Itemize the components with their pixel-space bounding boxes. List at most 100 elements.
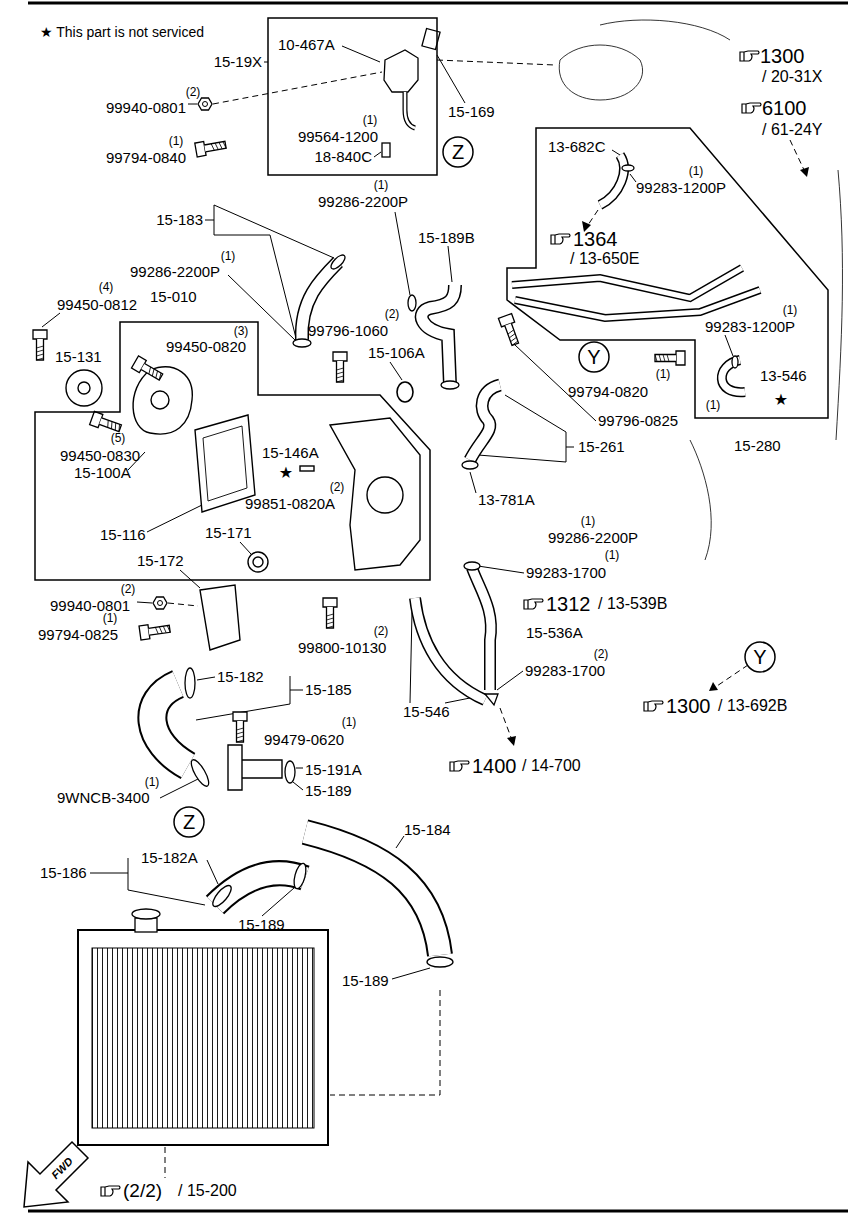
part-number: 99286-2200P <box>548 530 638 547</box>
reference-letter: Z <box>452 141 464 163</box>
part-number: 99564-1200 <box>298 129 378 146</box>
part-number: 15-261 <box>578 439 625 456</box>
group-number: 15-010 <box>150 289 197 306</box>
quantity-callout: (2) <box>330 481 345 494</box>
page-rule <box>28 3 848 1211</box>
radiator <box>78 909 328 1145</box>
part-number: 15-183 <box>156 212 203 229</box>
quantity-callout: (1) <box>689 165 704 178</box>
part-number: 9WNCB-3400 <box>57 790 150 807</box>
part-number: 99794-0820 <box>568 384 648 401</box>
forward-arrow <box>24 1142 88 1207</box>
reference-page: / 13-692B <box>718 697 787 715</box>
hose-clamps <box>185 165 738 967</box>
quantity-callout: (2) <box>594 648 609 661</box>
part-number: 99940-0801 <box>106 100 186 117</box>
part-number: 99940-0801 <box>50 598 130 615</box>
part-number: 15-131 <box>55 349 102 366</box>
quantity-callout: (1) <box>374 179 389 192</box>
part-number: 15-546 <box>403 704 450 721</box>
quantity-callout: (1) <box>145 776 160 789</box>
quantity-callout: (1) <box>581 515 596 528</box>
part-number: 10-467A <box>278 37 335 54</box>
part-number: 99286-2200P <box>130 264 220 281</box>
part-number: 15-106A <box>368 345 425 362</box>
reference-circle: Z <box>173 806 205 838</box>
part-number: 15-182A <box>141 850 198 867</box>
part-number: 15-146A <box>262 445 319 462</box>
part-number: 13-781A <box>478 492 535 509</box>
reference-letter: Y <box>753 646 766 668</box>
part-number: 99851-0820A <box>245 496 335 513</box>
group-number: 15-19X <box>214 54 262 71</box>
part-number: 15-189 <box>238 917 285 934</box>
reference-group: 1400 <box>472 755 517 777</box>
reference-group: 1312 <box>546 593 591 615</box>
reference-circle: Y <box>744 641 776 673</box>
reference-page: / 13-650E <box>570 250 639 268</box>
quantity-callout: (5) <box>111 432 126 445</box>
bolts-and-nuts <box>33 98 685 742</box>
quantity-callout: (1) <box>656 368 671 381</box>
part-number: 99794-0840 <box>106 150 186 167</box>
part-number: 15-169 <box>448 104 495 121</box>
reference-page: / 61-24Y <box>762 121 822 139</box>
quantity-callout: (4) <box>99 281 114 294</box>
part-number: 99796-0825 <box>598 413 678 430</box>
hoses <box>152 155 760 955</box>
part-number: 15-185 <box>305 682 352 699</box>
part-number: 13-546 <box>760 368 807 385</box>
quantity-callout: (3) <box>234 325 249 338</box>
part-number: 15-100A <box>74 465 131 482</box>
quantity-callout: (2) <box>121 583 136 596</box>
part-number: 15-189B <box>418 230 475 247</box>
thermostat-housing <box>382 28 440 157</box>
part-number: 99283-1200P <box>705 319 795 336</box>
reference-letter: Y <box>587 346 600 368</box>
part-number: 99450-0830 <box>60 448 140 465</box>
quantity-callout: (1) <box>169 135 184 148</box>
reference-group: 6100 <box>762 97 807 119</box>
quantity-callout: (1) <box>706 399 721 412</box>
quantity-callout: (2/2) <box>123 1181 162 1202</box>
reference-group: 1300 <box>760 45 805 67</box>
reference-page: / 20-31X <box>762 68 822 86</box>
part-number: 15-189 <box>342 973 389 990</box>
part-number: 15-191A <box>305 762 362 779</box>
quantity-callout: (1) <box>605 549 620 562</box>
part-number: 15-116 <box>100 527 146 544</box>
part-number: 15-536A <box>526 625 583 642</box>
quantity-callout: (1) <box>363 114 378 127</box>
part-number: 15-171 <box>205 525 252 542</box>
water-pump <box>66 367 420 790</box>
part-number: 99479-0620 <box>264 732 344 749</box>
part-number: 99794-0825 <box>38 627 118 644</box>
part-number: 15-189 <box>305 783 352 800</box>
reference-letter: Z <box>183 811 195 833</box>
quantity-callout: (1) <box>221 250 236 263</box>
part-number: 99286-2200P <box>318 194 408 211</box>
reference-circle: Y <box>578 341 610 373</box>
part-number: 99800-10130 <box>298 640 386 657</box>
leader-lines <box>42 46 733 979</box>
reference-circle: Z <box>442 136 474 168</box>
reference-arrowheads <box>507 167 809 746</box>
part-number: 99450-0812 <box>57 297 137 314</box>
reference-group: 1300 <box>666 695 711 717</box>
reference-group: 1364 <box>573 228 618 250</box>
part-number: 99283-1700 <box>526 565 606 582</box>
part-number: 15-186 <box>40 865 87 882</box>
group-number: 15-280 <box>734 438 781 455</box>
quantity-callout: (2) <box>374 625 389 638</box>
part-number: 18-840C <box>314 149 372 166</box>
part-number: 99283-1200P <box>636 180 726 197</box>
star-mark: ★ <box>279 464 293 482</box>
reference-hands <box>101 51 761 1196</box>
part-number: 15-182 <box>217 669 264 686</box>
reference-page: / 14-700 <box>522 757 581 775</box>
quantity-callout: (1) <box>342 716 357 729</box>
part-number: 15-184 <box>404 822 451 839</box>
quantity-callout: (2) <box>385 308 400 321</box>
quantity-callout: (1) <box>783 304 798 317</box>
star-mark: ★ <box>774 391 788 409</box>
